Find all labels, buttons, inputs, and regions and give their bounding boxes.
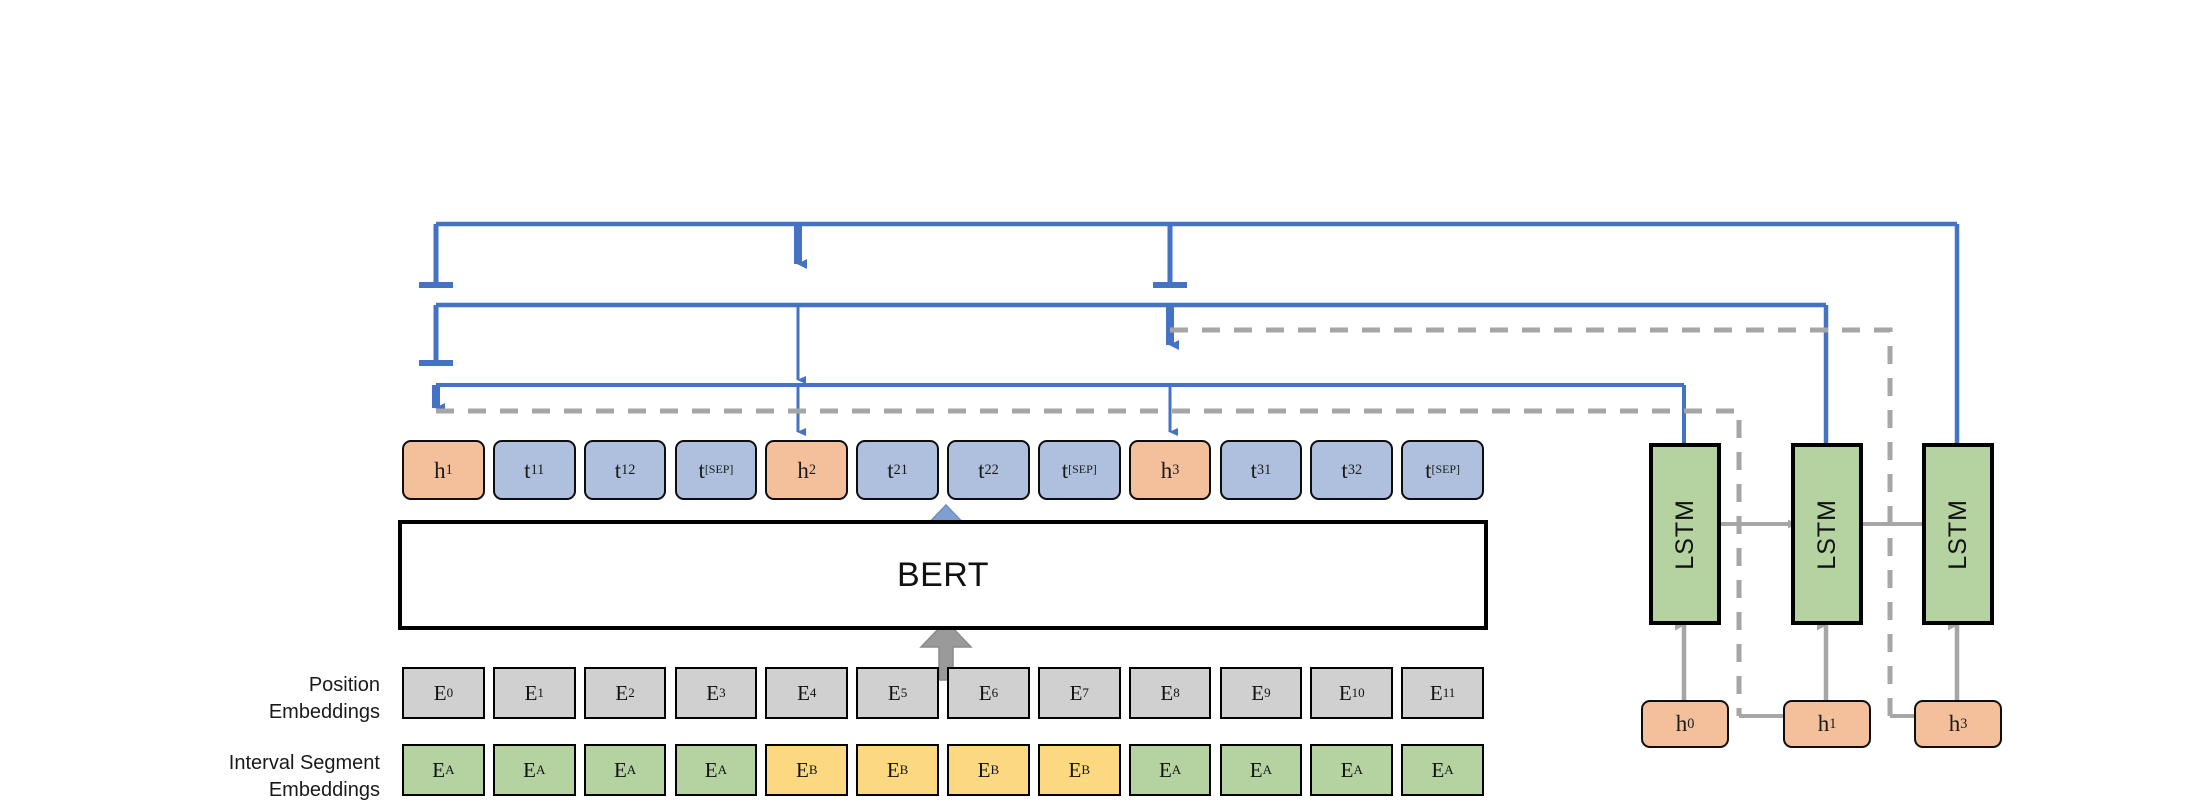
interval-segment-embeddings-label: Interval Segment Embeddings	[120, 750, 380, 804]
position-embeddings-label: Position Embeddings	[150, 672, 380, 726]
routing-bus-h3	[419, 221, 1960, 443]
token-box-tsep1[interactable]: t[SEP]	[674, 440, 758, 500]
pos-label-line1: Position	[308, 674, 380, 696]
lstm-label: LSTM	[1670, 498, 1699, 570]
token-box-tsep2[interactable]: t[SEP]	[1037, 440, 1121, 500]
lstm-block-lstm3[interactable]: LSTM	[1922, 443, 1994, 625]
bert-label: BERT	[896, 555, 990, 594]
routing-bus-h1	[432, 383, 1686, 443]
seg-label-line1: Interval Segment	[228, 752, 380, 774]
pos-label-line2: Embeddings	[268, 701, 380, 723]
lstm-block-lstm1[interactable]: LSTM	[1649, 443, 1721, 625]
token-box-tsep3[interactable]: t[SEP]	[1401, 440, 1484, 500]
lstm-label: LSTM	[1812, 498, 1841, 570]
lstm-input-arrows	[1675, 619, 1960, 700]
bert-encoder-block[interactable]: BERT	[398, 520, 1488, 630]
seg-label-line2: Embeddings	[268, 779, 380, 801]
lstm-block-lstm2[interactable]: LSTM	[1791, 443, 1863, 625]
routing-bus-h2	[419, 302, 1829, 443]
lstm-label: LSTM	[1943, 498, 1972, 570]
